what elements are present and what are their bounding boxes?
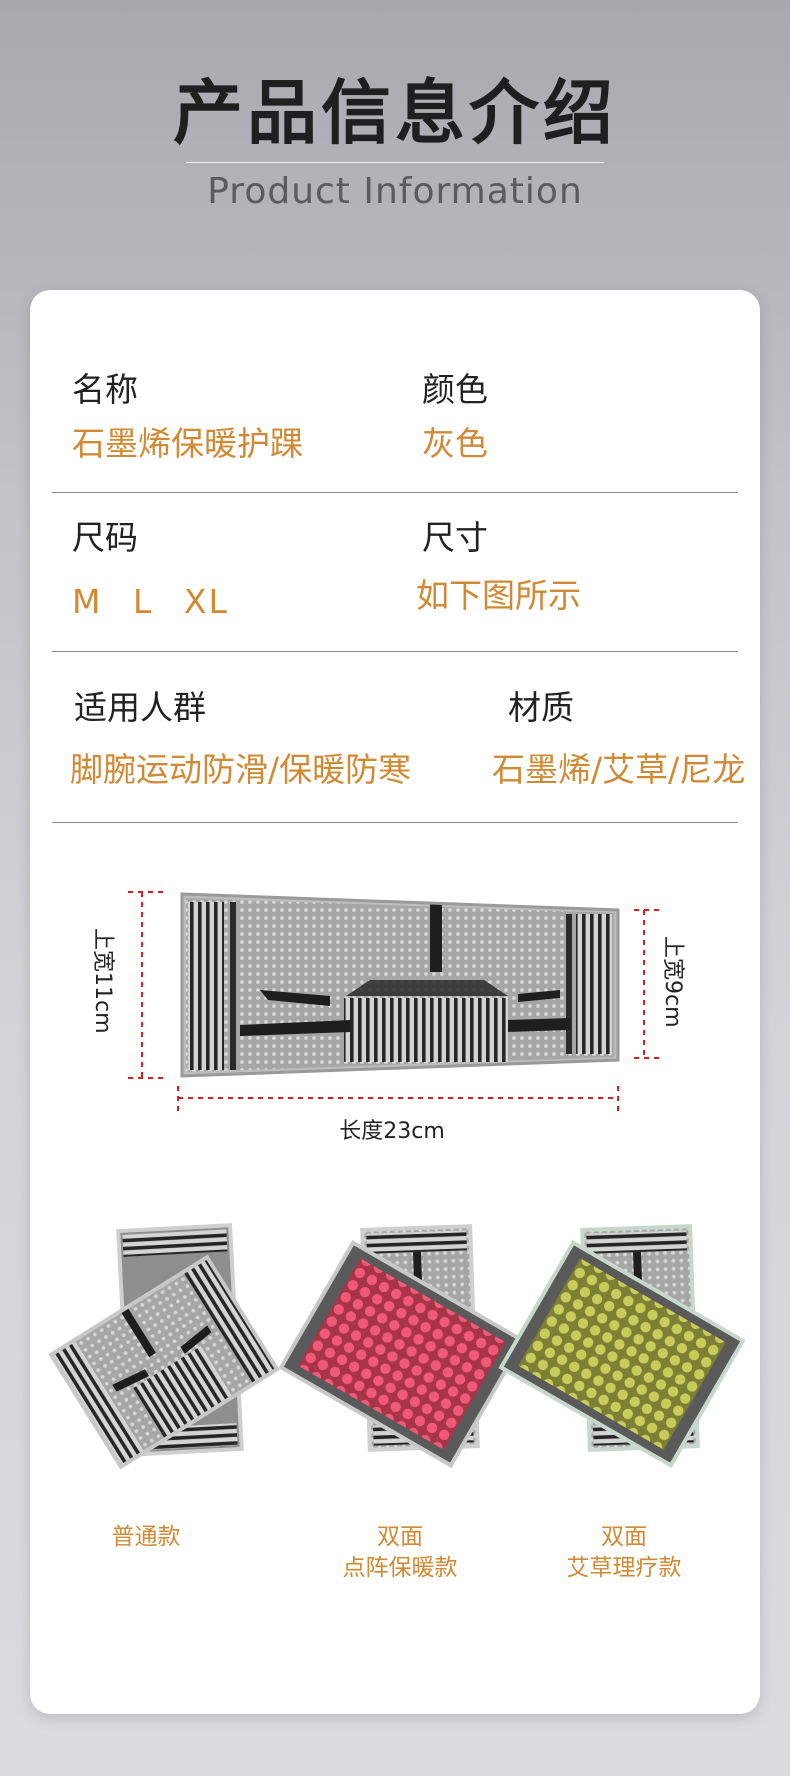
- size-label: 尺码: [72, 518, 138, 557]
- ankle-sleeve-diagram: [180, 892, 620, 1078]
- product-illustrations: 上宽11cm 上宽9cm 长度23cm: [48, 891, 746, 1470]
- dimension-value: 如下图所示: [416, 576, 581, 615]
- variant-warming-line2: 点阵保暖款: [342, 1555, 458, 1581]
- variant-mugwort-line2: 艾草理疗款: [566, 1555, 682, 1581]
- variant-warming-caption: 双面 点阵保暖款: [320, 1522, 480, 1584]
- name-label: 名称: [72, 370, 138, 409]
- variant-mugwort-line1: 双面: [601, 1524, 647, 1550]
- material-value: 石墨烯/艾草/尼龙: [492, 750, 746, 789]
- product-info-card: 名称 石墨烯保暖护踝 颜色 灰色 尺码 M L XL 尺寸 如下图所示 适用人群…: [30, 290, 760, 1714]
- variant-standard-line1: 普通款: [111, 1524, 181, 1550]
- left-height-text: 上宽11cm: [90, 928, 115, 1034]
- row-divider-1: [52, 492, 738, 493]
- row-divider-3: [52, 822, 738, 823]
- audience-label: 适用人群: [74, 688, 206, 727]
- variant-standard-caption: 普通款: [76, 1522, 216, 1553]
- right-height-marker: [634, 909, 660, 1059]
- variant-warming-line1: 双面: [377, 1524, 423, 1550]
- name-value: 石墨烯保暖护踝: [72, 424, 303, 463]
- left-height-marker: [128, 891, 164, 1079]
- variant-standard-image: [48, 1223, 280, 1470]
- material-label: 材质: [508, 688, 574, 727]
- right-height-text: 上宽9cm: [660, 936, 685, 1028]
- page-title: 产品信息介绍: [173, 72, 617, 154]
- color-value: 灰色: [422, 424, 488, 463]
- row-divider-2: [52, 651, 738, 652]
- length-marker: [177, 1086, 619, 1116]
- page-subtitle: Product Information: [207, 171, 583, 212]
- length-text: 长度23cm: [339, 1119, 445, 1144]
- title-divider: [186, 162, 604, 163]
- dimension-label: 尺寸: [422, 518, 488, 557]
- variant-mugwort-image: [498, 1224, 746, 1469]
- variant-warming-image: [278, 1224, 526, 1469]
- size-value: M L XL: [72, 582, 229, 621]
- audience-value: 脚腕运动防滑/保暖防寒: [70, 750, 412, 789]
- variant-mugwort-caption: 双面 艾草理疗款: [544, 1522, 704, 1584]
- color-label: 颜色: [422, 370, 488, 409]
